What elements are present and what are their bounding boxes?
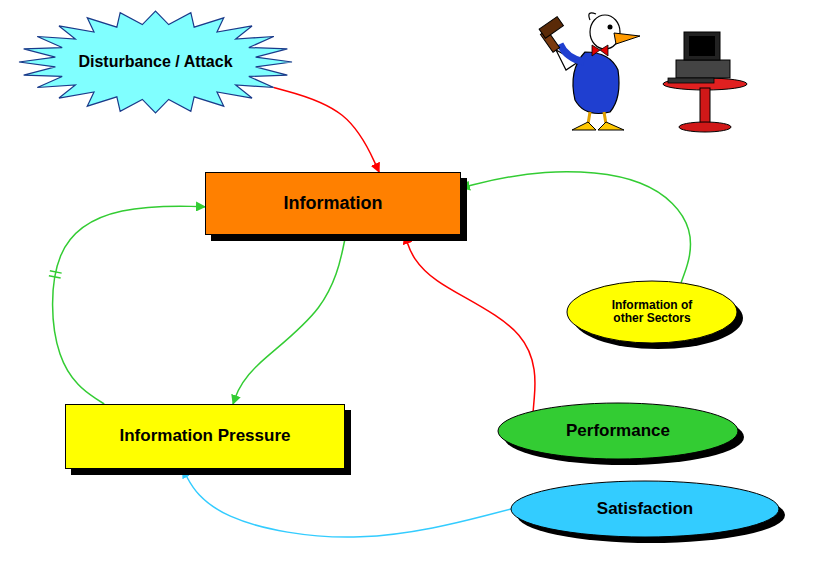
node-label: Information bbox=[284, 194, 383, 214]
factor-ellipse: Satisfaction bbox=[510, 480, 780, 538]
event-starburst: Disturbance / Attack bbox=[18, 10, 293, 114]
feedback-arrow bbox=[233, 235, 346, 404]
delay-mark bbox=[50, 271, 62, 273]
duck-foot bbox=[572, 122, 596, 130]
feedback-arrow bbox=[461, 172, 690, 283]
node-text-area: Information of other Sectors bbox=[566, 280, 738, 344]
duck-eye bbox=[608, 25, 613, 30]
node-label: Performance bbox=[566, 422, 670, 441]
computer-keyboard bbox=[668, 78, 714, 83]
node-label: Information of other Sectors bbox=[610, 299, 694, 325]
feedback-arrow bbox=[405, 235, 535, 411]
duck-arm bbox=[560, 44, 584, 62]
duck-foot bbox=[598, 122, 624, 130]
ellipse-body bbox=[498, 403, 738, 459]
ellipse-body bbox=[511, 481, 779, 537]
node-label: Satisfaction bbox=[597, 500, 693, 519]
starburst-body bbox=[19, 11, 292, 113]
duck-beak bbox=[614, 33, 640, 44]
computer-illustration bbox=[663, 32, 747, 132]
node-label: Information Pressure bbox=[120, 427, 291, 446]
table-foot bbox=[679, 122, 731, 132]
node-text-area: Information bbox=[206, 173, 460, 234]
node-label: Disturbance / Attack bbox=[78, 53, 232, 71]
node-text-area: Performance bbox=[497, 402, 739, 460]
feedback-arrow bbox=[183, 469, 511, 537]
computer-screen bbox=[689, 36, 715, 56]
ellipse-body bbox=[567, 281, 737, 343]
node-text-area: Disturbance / Attack bbox=[18, 10, 293, 114]
duck-bowtie bbox=[592, 45, 608, 56]
duck-hair bbox=[589, 13, 596, 20]
computer-monitor bbox=[684, 32, 720, 60]
factor-ellipse: Performance bbox=[497, 402, 739, 460]
feedback-arrow bbox=[274, 88, 379, 173]
process-box: Information Pressure bbox=[65, 404, 345, 469]
hammer-head bbox=[539, 17, 563, 39]
factor-ellipse: Information of other Sectors bbox=[566, 280, 738, 344]
node-text-area: Information Pressure bbox=[66, 405, 344, 468]
duck-illustration bbox=[539, 13, 640, 130]
process-box: Information bbox=[205, 172, 461, 235]
table-stem bbox=[700, 88, 710, 124]
computer-case bbox=[676, 60, 730, 78]
delay-mark bbox=[49, 276, 61, 278]
node-text-area: Satisfaction bbox=[510, 480, 780, 538]
feedback-arrow bbox=[53, 206, 205, 404]
